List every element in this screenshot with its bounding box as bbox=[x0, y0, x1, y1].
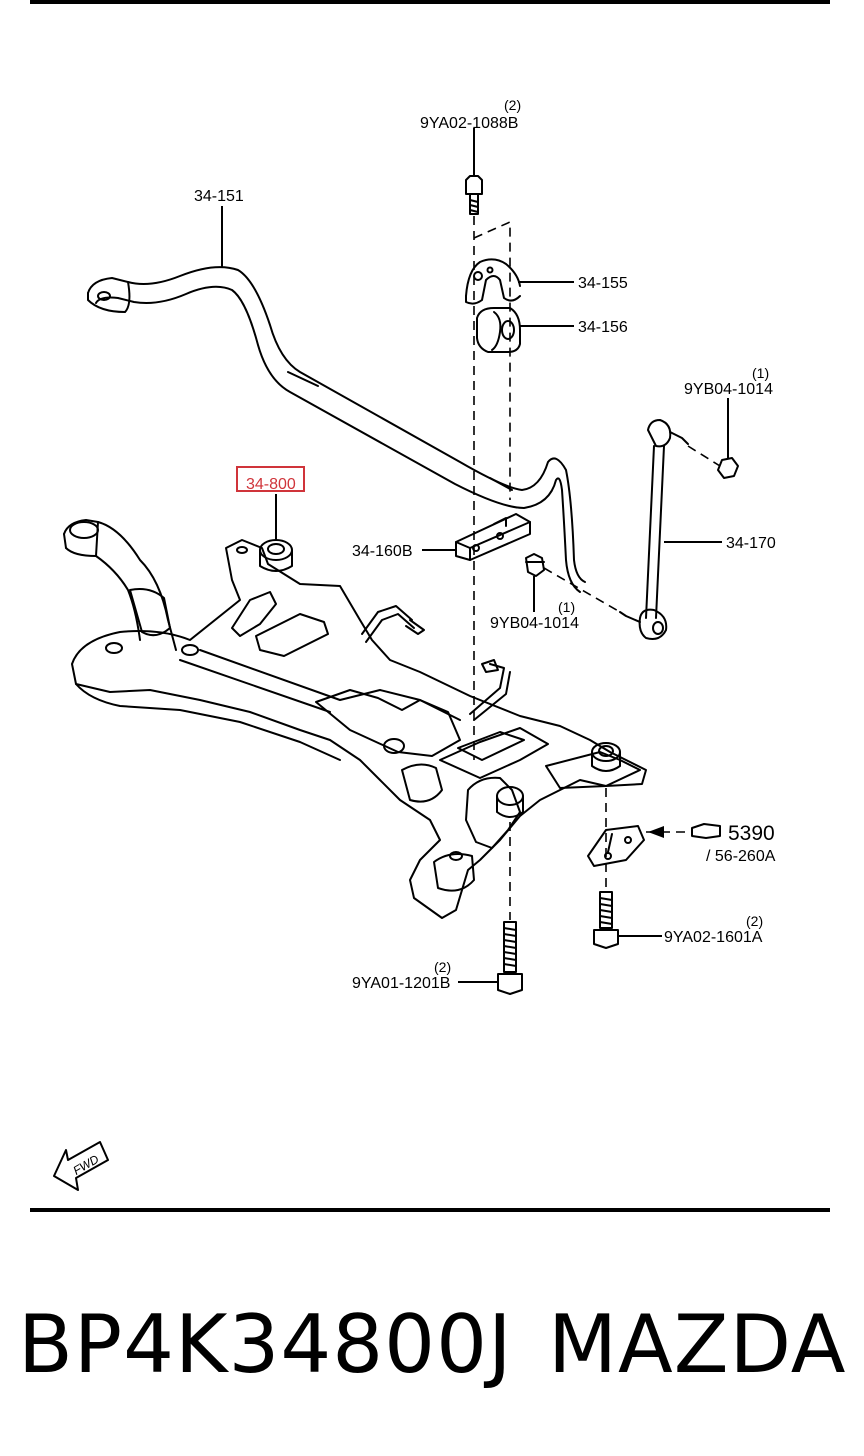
arrow-bracket bbox=[648, 826, 664, 838]
separator-line bbox=[30, 1208, 830, 1212]
label-bushing[interactable]: 34-156 bbox=[578, 319, 628, 336]
bushing bbox=[476, 307, 521, 353]
label-bolt-top[interactable]: 9YA02-1088B bbox=[420, 115, 518, 132]
label-bolt-bottom-qty: (2) bbox=[434, 959, 451, 975]
bolt-top bbox=[465, 175, 483, 215]
stabilizer-bar bbox=[87, 266, 586, 593]
label-bracket[interactable]: 34-155 bbox=[578, 275, 628, 292]
nut-link-bottom bbox=[525, 553, 545, 577]
highlight-box bbox=[236, 466, 305, 492]
label-crossmember[interactable]: 34-800 bbox=[246, 476, 296, 493]
bolt-right bbox=[593, 891, 619, 949]
bracket-5390 bbox=[587, 823, 721, 867]
mounting-plate bbox=[455, 513, 531, 561]
stabilizer-bracket bbox=[465, 258, 521, 305]
fwd-arrow-icon: FWD bbox=[53, 1141, 109, 1191]
dash-line-link-bottom bbox=[543, 567, 621, 613]
top-border bbox=[30, 0, 830, 4]
footer: BP4K34800J MAZDA bbox=[18, 1290, 858, 1400]
label-nut-top[interactable]: 9YB04-1014 bbox=[684, 381, 773, 398]
label-nut-bottom-qty: (1) bbox=[558, 599, 575, 615]
label-nut-top-qty: (1) bbox=[752, 365, 769, 381]
part-number: BP4K34800J bbox=[18, 1298, 513, 1391]
label-bolt-right-qty: (2) bbox=[746, 913, 763, 929]
label-ref-section[interactable]: 5390 bbox=[728, 822, 775, 845]
label-bolt-right[interactable]: 9YA02-1601A bbox=[664, 929, 763, 946]
label-bolt-top-qty: (2) bbox=[504, 97, 521, 113]
label-link[interactable]: 34-170 bbox=[726, 535, 776, 552]
stabilizer-link bbox=[619, 419, 739, 640]
crossmember bbox=[63, 519, 647, 919]
brand-name: MAZDA bbox=[548, 1298, 847, 1391]
label-bolt-bottom[interactable]: 9YA01-1201B bbox=[352, 975, 450, 992]
parts-diagram: (2) 9YA02-1088B 34-151 34-155 34-156 (1)… bbox=[53, 97, 776, 1191]
label-nut-bottom[interactable]: 9YB04-1014 bbox=[490, 615, 579, 632]
bolt-bottom bbox=[497, 921, 523, 995]
label-stabilizer[interactable]: 34-151 bbox=[194, 188, 244, 205]
label-ref-sub[interactable]: / 56-260A bbox=[706, 848, 776, 865]
dash-line-link bbox=[687, 445, 721, 467]
label-plate[interactable]: 34-160B bbox=[352, 543, 413, 560]
